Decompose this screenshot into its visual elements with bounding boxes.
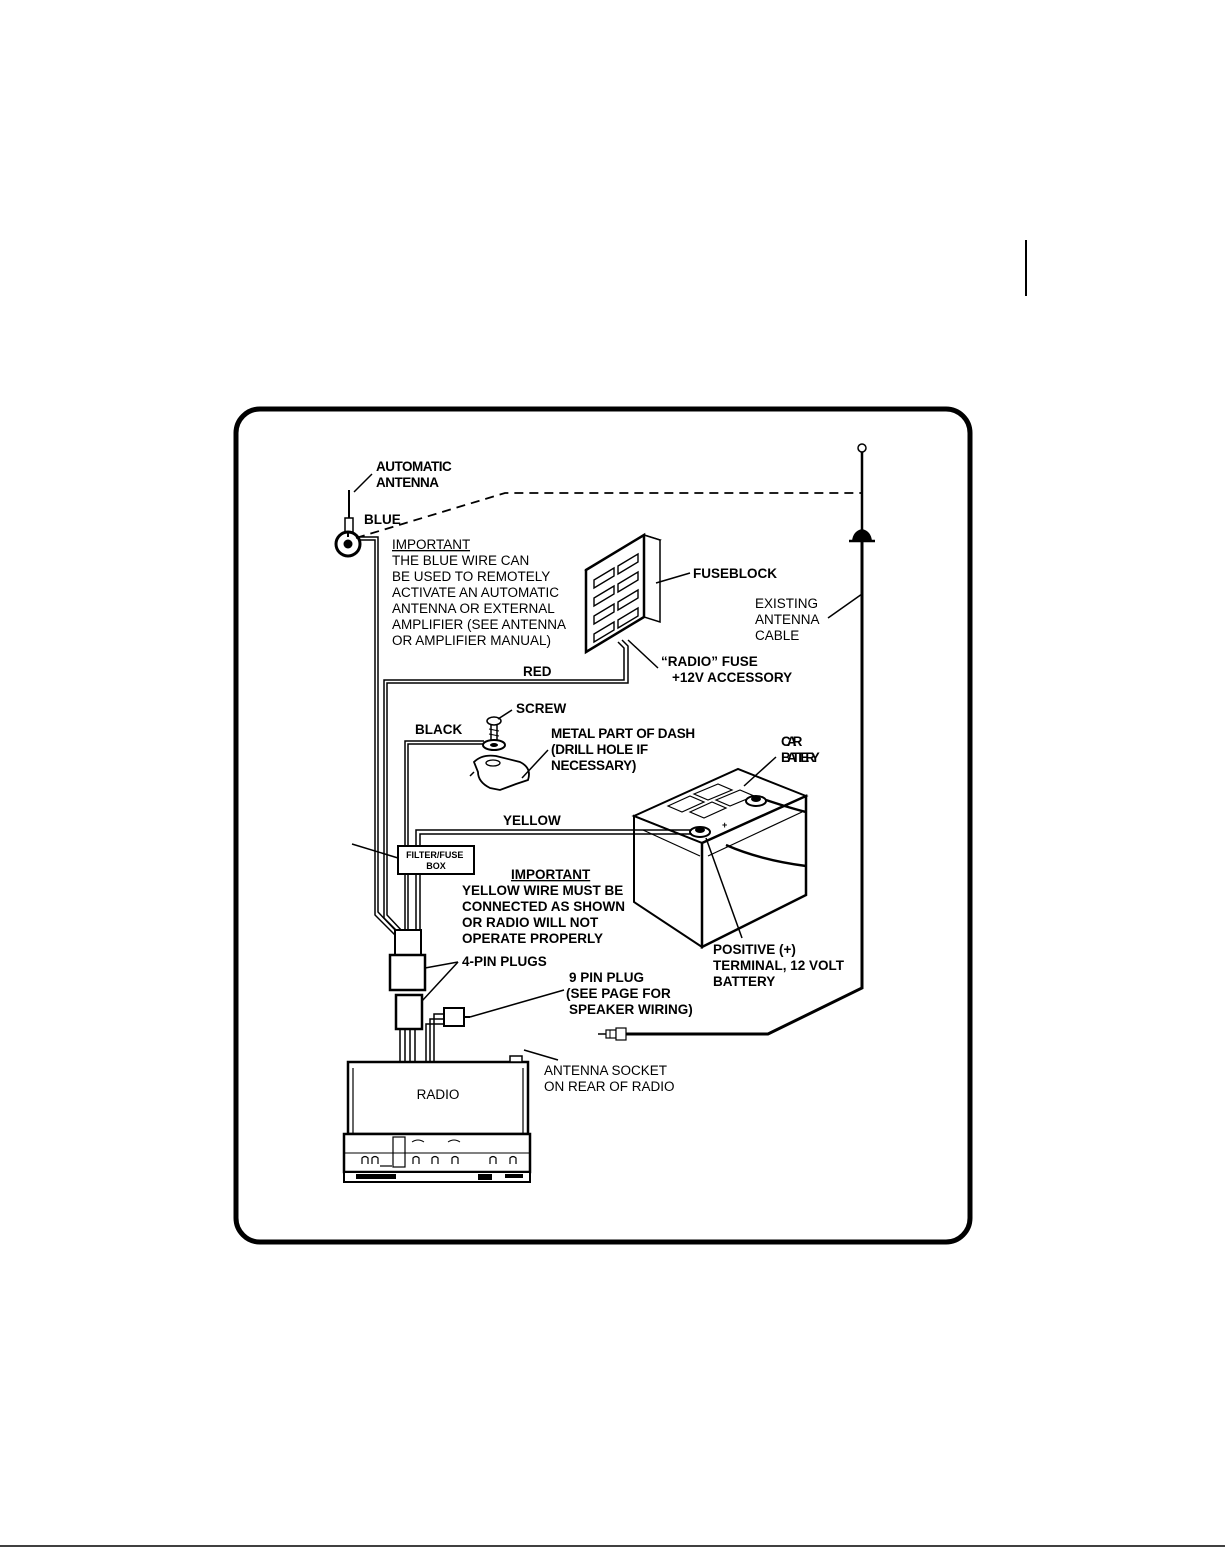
metal-part-leader (521, 749, 549, 779)
car-battery-leader (743, 756, 777, 787)
filter-fuse-box-label: FILTER/FUSE BOX (406, 850, 466, 871)
metal-part-label: METAL PART OF DASH (DRILL HOLE IF NECESS… (551, 726, 698, 773)
car-battery-icon: + (631, 767, 809, 950)
positive-terminal-label: POSITIVE (+) TERMINAL, 12 VOLT BATTERY (713, 942, 848, 989)
fuseblock-leader (655, 572, 691, 584)
radio-fuse-leader (627, 639, 659, 669)
black-wire-label: BLACK (415, 722, 462, 737)
fuseblock-icon (584, 532, 662, 655)
blue-wire-label: BLUE (364, 512, 401, 527)
radio-label: RADIO (417, 1087, 460, 1102)
automatic-antenna-icon (334, 490, 362, 558)
svg-text:+: + (722, 820, 727, 830)
blue-wire (360, 539, 396, 936)
diagram-frame (233, 406, 973, 1245)
filter-fuse-leader (351, 843, 399, 859)
mast-antenna-icon (849, 443, 875, 543)
positive-terminal-leader (705, 837, 743, 939)
screw-label: SCREW (516, 701, 567, 716)
existing-antenna-cable-label: EXISTING ANTENNA CABLE (755, 596, 823, 643)
car-battery-label: CAR BATTERY (781, 734, 820, 765)
nine-pin-leader (469, 989, 565, 1018)
nine-pin-plug-icon (425, 1007, 470, 1062)
four-pin-plugs-icon (388, 929, 427, 1062)
antenna-cable (626, 541, 864, 1036)
radio-fuse-label: “RADIO” FUSE +12V ACCESSORY (661, 654, 792, 685)
screw-icon (482, 716, 506, 751)
antenna-cable-leader (827, 593, 863, 619)
filter-fuse-box (397, 845, 475, 875)
antenna-plug-icon (598, 1027, 627, 1041)
dashed-antenna-link (355, 492, 862, 539)
antenna-leader (353, 473, 373, 493)
screw-leader (497, 709, 513, 720)
red-wire-label: RED (523, 664, 552, 679)
red-wire (386, 639, 629, 933)
yellow-wire (415, 829, 692, 932)
radio-unit-icon (342, 1055, 532, 1183)
four-pin-plugs-label: 4-PIN PLUGS (462, 954, 547, 969)
yellow-wire-label: YELLOW (503, 813, 561, 828)
antenna-socket-leader (523, 1049, 559, 1061)
plugs-leader-1 (424, 961, 459, 969)
nine-pin-plug-label: 9 PIN PLUG (SEE PAGE FOR SPEAKER WIRING) (566, 970, 693, 1017)
important-note-blue: IMPORTANT THE BLUE WIRE CAN BE USED TO R… (392, 537, 569, 648)
plugs-leader-2 (421, 961, 459, 1002)
dash-metal-icon (469, 754, 530, 791)
antenna-socket-label: ANTENNA SOCKET ON REAR OF RADIO (544, 1063, 675, 1094)
important-note-yellow: IMPORTANT YELLOW WIRE MUST BE CONNECTED … (462, 867, 629, 946)
fuseblock-label: FUSEBLOCK (693, 566, 777, 581)
automatic-antenna-label: AUTOMATIC ANTENNA (376, 459, 455, 490)
